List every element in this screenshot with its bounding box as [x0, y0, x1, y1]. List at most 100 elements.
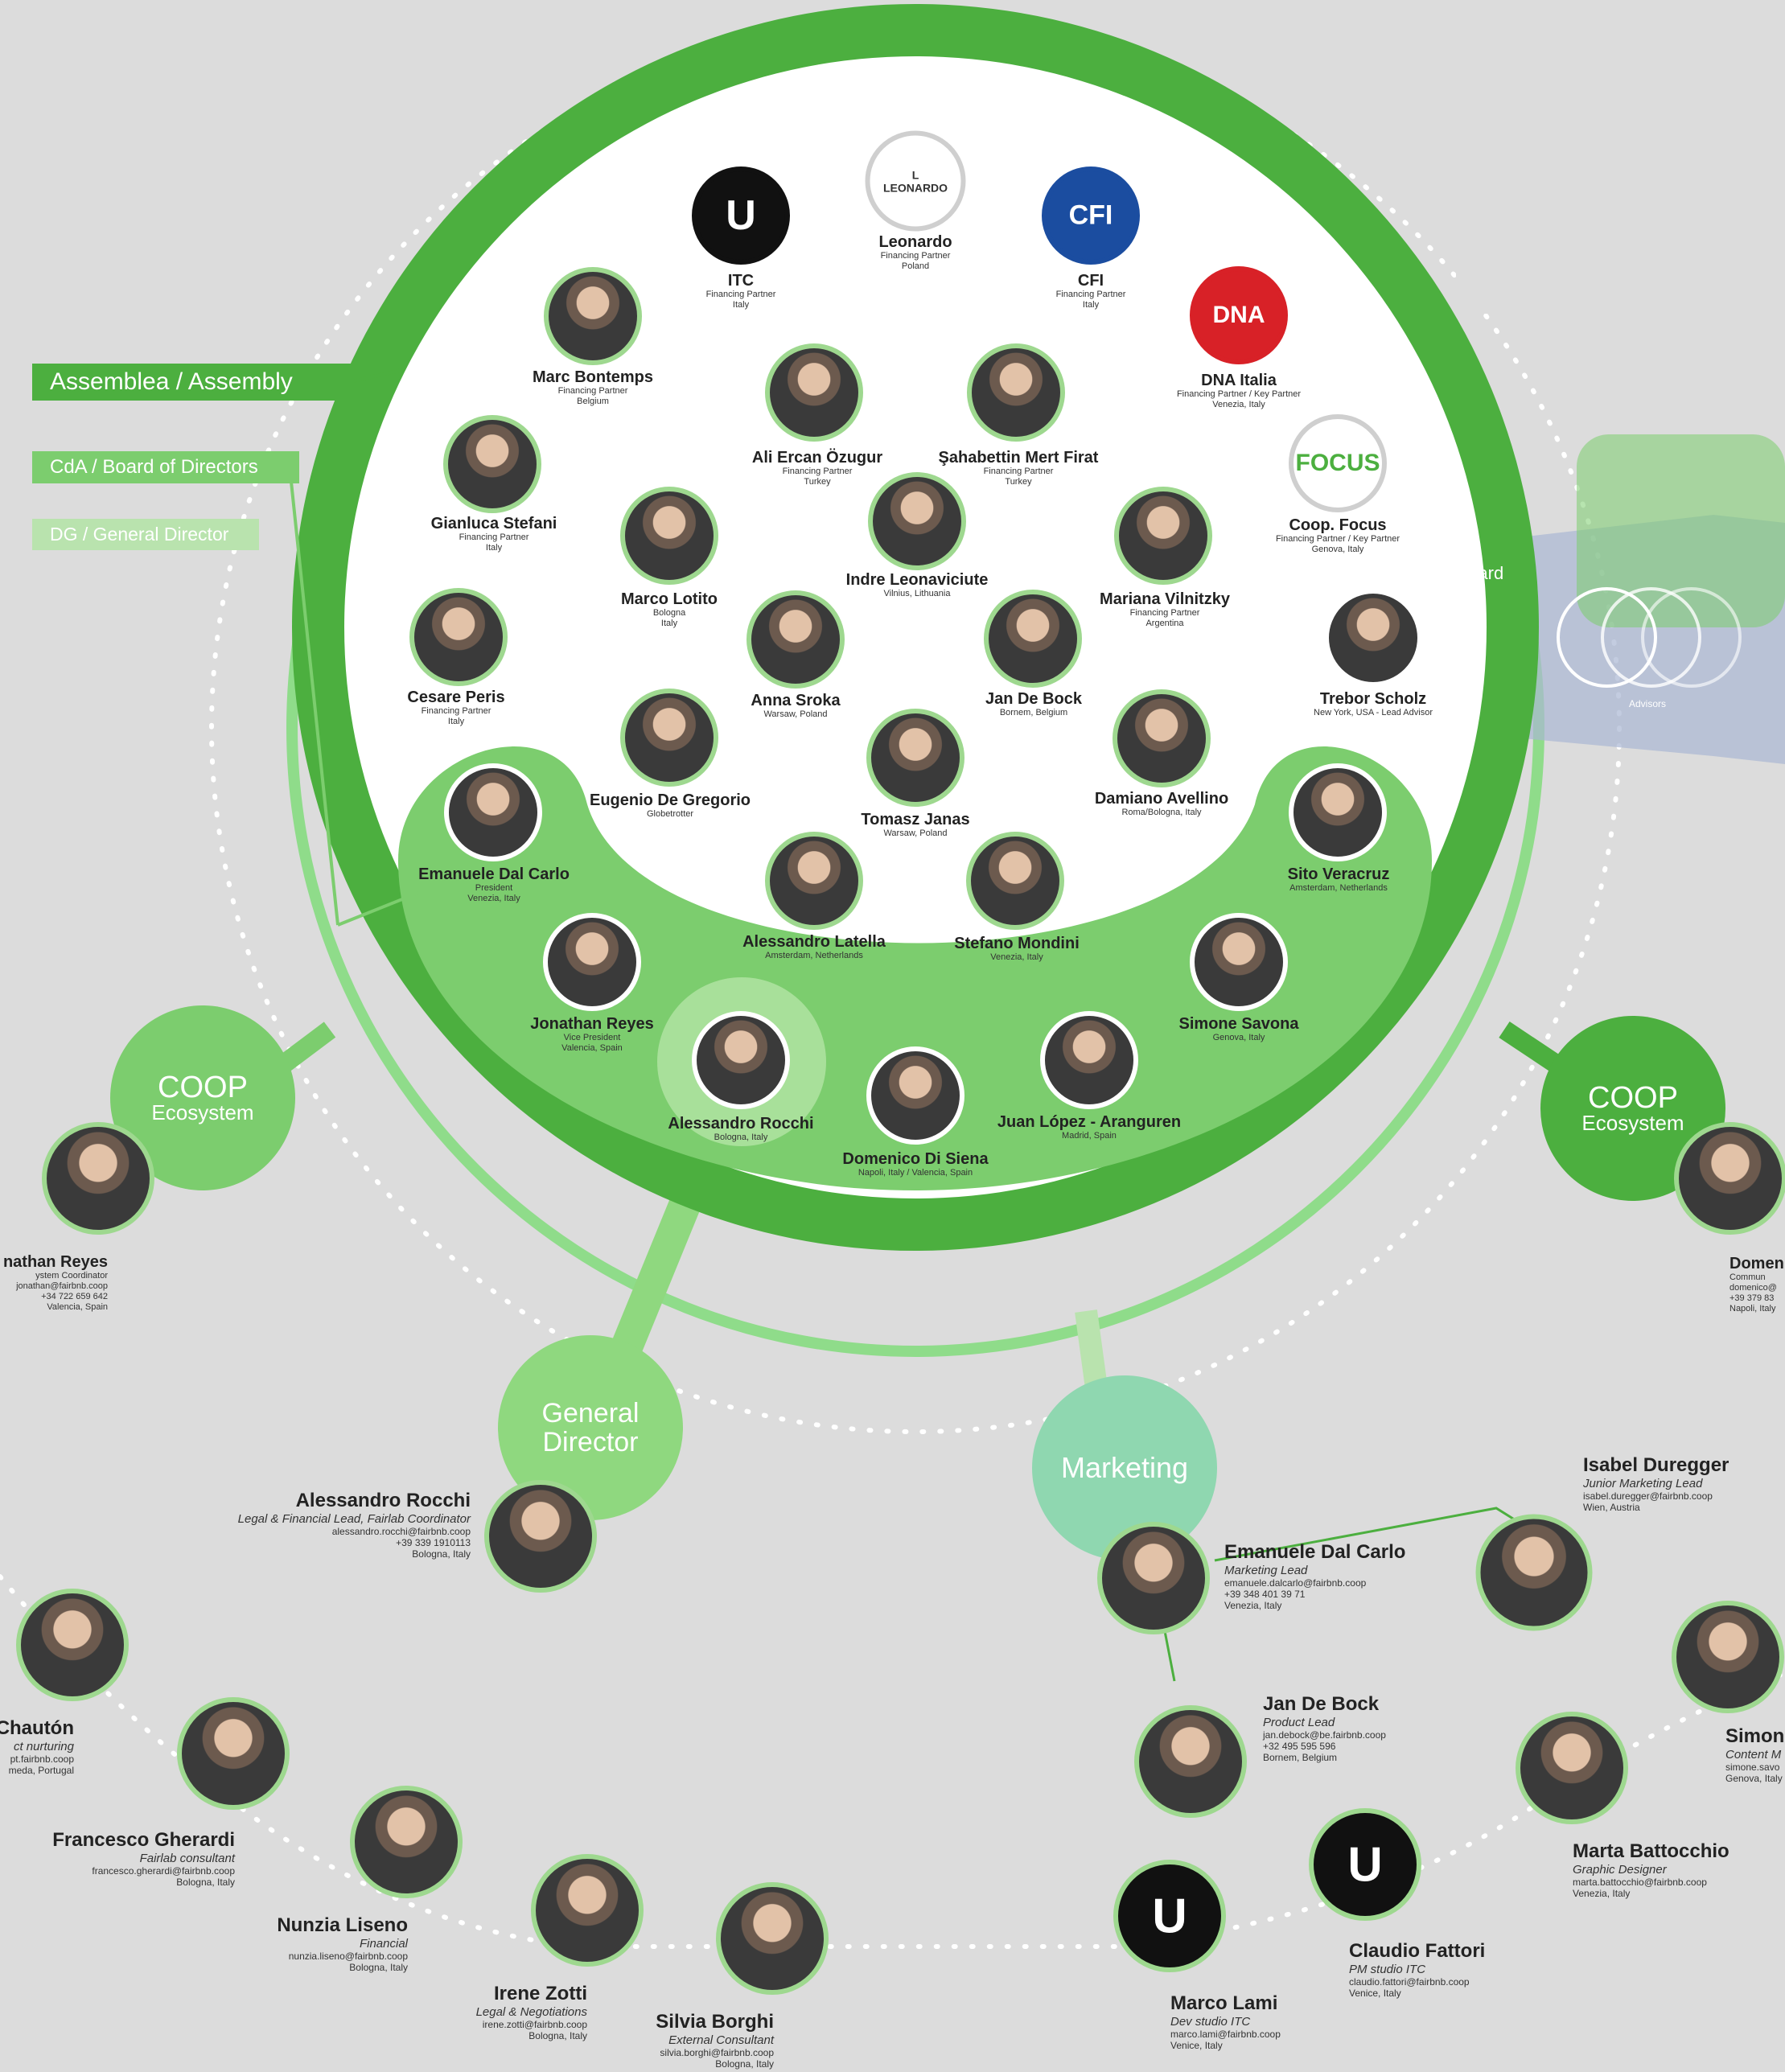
- avatar: [1097, 1522, 1210, 1634]
- hub-coop-left-line2: Ecosystem: [151, 1100, 254, 1124]
- band-board: CdA / Board of Directors: [32, 451, 299, 483]
- avatar: [1134, 1705, 1247, 1818]
- avatar: [765, 343, 863, 442]
- board-leader-tick: [337, 891, 419, 927]
- dna-logo-icon: DNA: [1190, 266, 1288, 364]
- itc-logo-icon: U: [1309, 1808, 1421, 1921]
- avatar: [1475, 1514, 1593, 1631]
- avatar: [967, 343, 1065, 442]
- hub-coop-right-line2: Ecosystem: [1581, 1111, 1684, 1135]
- map-mask: [1456, 0, 1785, 314]
- board-area: [398, 746, 1432, 1190]
- avatar: [966, 832, 1064, 930]
- avatar: [1674, 1122, 1785, 1235]
- avatar: [1190, 913, 1288, 1011]
- world-map-dots: [1577, 434, 1785, 627]
- avatar: [1324, 589, 1422, 687]
- avatar: [1114, 487, 1212, 585]
- avatar: [350, 1786, 463, 1898]
- avatar: [484, 1480, 597, 1593]
- hub-general-director[interactable]: General Director: [498, 1335, 683, 1520]
- hub-gd-line1: General: [541, 1398, 640, 1429]
- avatar: [866, 1046, 964, 1145]
- avatar: [409, 588, 508, 686]
- avatar: [1040, 1011, 1138, 1109]
- avatar: [1672, 1601, 1784, 1713]
- avatar: [16, 1589, 129, 1701]
- avatar: [868, 472, 966, 570]
- avatar: [444, 763, 542, 861]
- hub-marketing-line1: Marketing: [1060, 1451, 1189, 1484]
- hub-coop-left-line1: COOP: [158, 1071, 248, 1104]
- focus-logo-icon: FOCUS: [1289, 414, 1387, 512]
- avatar: [620, 487, 718, 585]
- hub-gd-line2: Director: [542, 1427, 639, 1457]
- itc-logo-icon: U: [1113, 1860, 1226, 1972]
- cfi-logo-icon: CFI: [1042, 166, 1140, 265]
- hub-coop-right-line1: COOP: [1588, 1081, 1678, 1115]
- avatar: [443, 415, 541, 513]
- band-assembly: Assemblea / Assembly: [32, 364, 354, 401]
- itc-logo-icon: U: [692, 166, 790, 265]
- avatar: [543, 913, 641, 1011]
- avatar: [620, 689, 718, 787]
- advisory-caption: Advisors: [1628, 698, 1667, 709]
- avatar: [1516, 1712, 1628, 1824]
- band-director: DG / General Director: [32, 519, 259, 550]
- avatar: [746, 590, 845, 689]
- avatar: [1113, 689, 1211, 787]
- avatar: [765, 832, 863, 930]
- advisory-title: Advisory Board: [1384, 563, 1504, 583]
- hub-coop-left[interactable]: COOP Ecosystem: [110, 1005, 295, 1190]
- avatar: [866, 709, 964, 807]
- avatar: [42, 1122, 154, 1235]
- advisor-placeholder-icon-3: [1641, 587, 1742, 688]
- avatar: [177, 1697, 290, 1810]
